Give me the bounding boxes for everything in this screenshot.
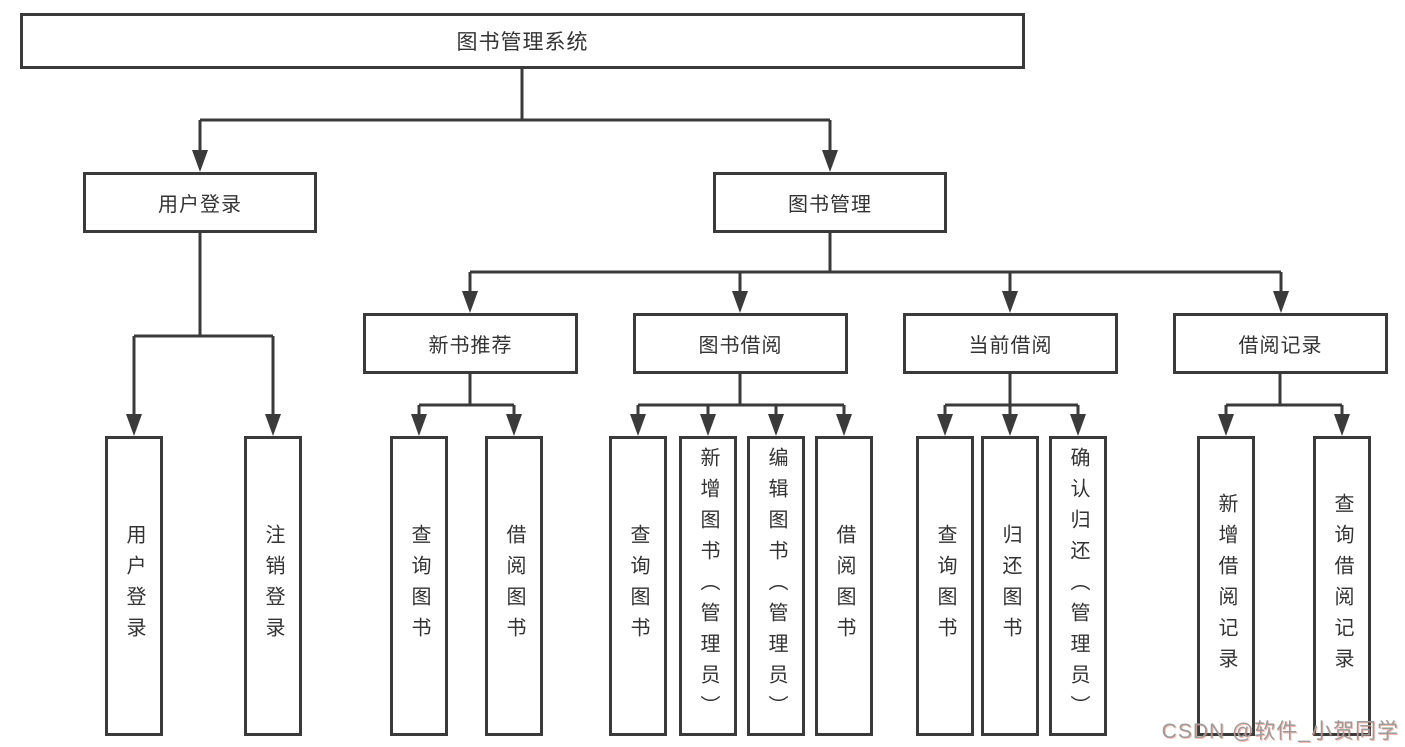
node-borrow-records: 借阅记录 — [1173, 313, 1388, 374]
node-current-borrow: 当前借阅 — [903, 313, 1118, 374]
leaf-return-books: 归还图书 — [981, 436, 1039, 736]
node-new-book-recommend: 新书推荐 — [363, 313, 578, 374]
leaf-edit-book-admin: 编辑图书（管理员） — [747, 436, 805, 736]
connector-paths — [132, 68, 1344, 418]
csdn-watermark: CSDN @软件_小贺同学 — [1161, 720, 1399, 743]
node-user-login: 用户登录 — [83, 172, 317, 233]
connector-book-management — [468, 233, 1283, 294]
leaf-borrow-books: 借阅图书 — [815, 436, 873, 736]
leaf-add-borrow-record: 新增借阅记录 — [1197, 436, 1255, 736]
arrowheads — [126, 150, 1350, 436]
leaf-borrow-books-recommend: 借阅图书 — [485, 436, 543, 736]
node-book-management: 图书管理 — [713, 172, 947, 233]
node-book-borrow: 图书借阅 — [633, 313, 848, 374]
connector-current-borrow — [943, 374, 1080, 418]
leaf-query-borrow-record: 查询借阅记录 — [1313, 436, 1371, 736]
connector-root — [198, 68, 832, 152]
leaf-query-books-current: 查询图书 — [916, 436, 974, 736]
connector-book-borrow — [636, 374, 846, 418]
leaf-user-login: 用户登录 — [105, 436, 163, 736]
connector-borrow-records — [1224, 374, 1344, 418]
leaf-query-books-borrow: 查询图书 — [609, 436, 667, 736]
node-root: 图书管理系统 — [20, 13, 1025, 69]
connector-user-login — [132, 233, 275, 416]
leaf-confirm-return-admin: 确认归还（管理员） — [1049, 436, 1107, 736]
leaf-logout: 注销登录 — [244, 436, 302, 736]
connector-new-book-recommend — [417, 374, 516, 418]
leaf-query-books-recommend: 查询图书 — [390, 436, 448, 736]
leaf-add-book-admin: 新增图书（管理员） — [679, 436, 737, 736]
